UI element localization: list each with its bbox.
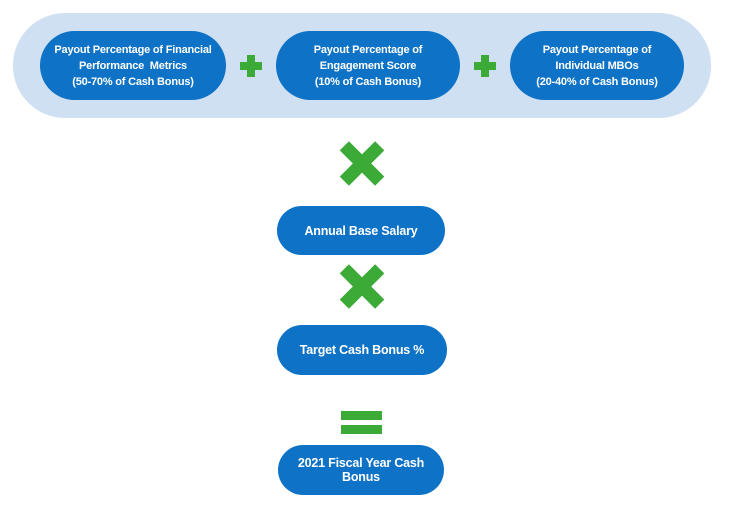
multiply-icon	[340, 141, 384, 185]
pill-financial-performance-metrics: Payout Percentage of Financial Performan…	[40, 31, 226, 100]
pill-engagement-label: Payout Percentage of Engagement Score (1…	[313, 43, 423, 88]
pill-target-cash-bonus: Target Cash Bonus %	[277, 325, 447, 375]
multiply-icon	[340, 264, 384, 308]
equals-icon	[341, 411, 382, 434]
target-cash-bonus-label: Target Cash Bonus %	[299, 343, 425, 357]
pill-annual-base-salary: Annual Base Salary	[277, 206, 445, 255]
plus-icon	[474, 54, 496, 77]
pill-individual-mbos: Payout Percentage of Individual MBOs (20…	[510, 31, 684, 100]
payout-components-banner: Payout Percentage of Financial Performan…	[13, 13, 711, 118]
pill-engagement-score: Payout Percentage of Engagement Score (1…	[276, 31, 460, 100]
pill-financial-label: Payout Percentage of Financial Performan…	[54, 43, 212, 88]
fiscal-year-cash-bonus-label: 2021 Fiscal Year Cash Bonus	[297, 456, 428, 484]
annual-base-salary-label: Annual Base Salary	[304, 223, 418, 238]
plus-icon	[240, 54, 262, 77]
pill-fiscal-year-cash-bonus: 2021 Fiscal Year Cash Bonus	[278, 445, 444, 495]
pill-mbos-label: Payout Percentage of Individual MBOs (20…	[536, 43, 658, 88]
